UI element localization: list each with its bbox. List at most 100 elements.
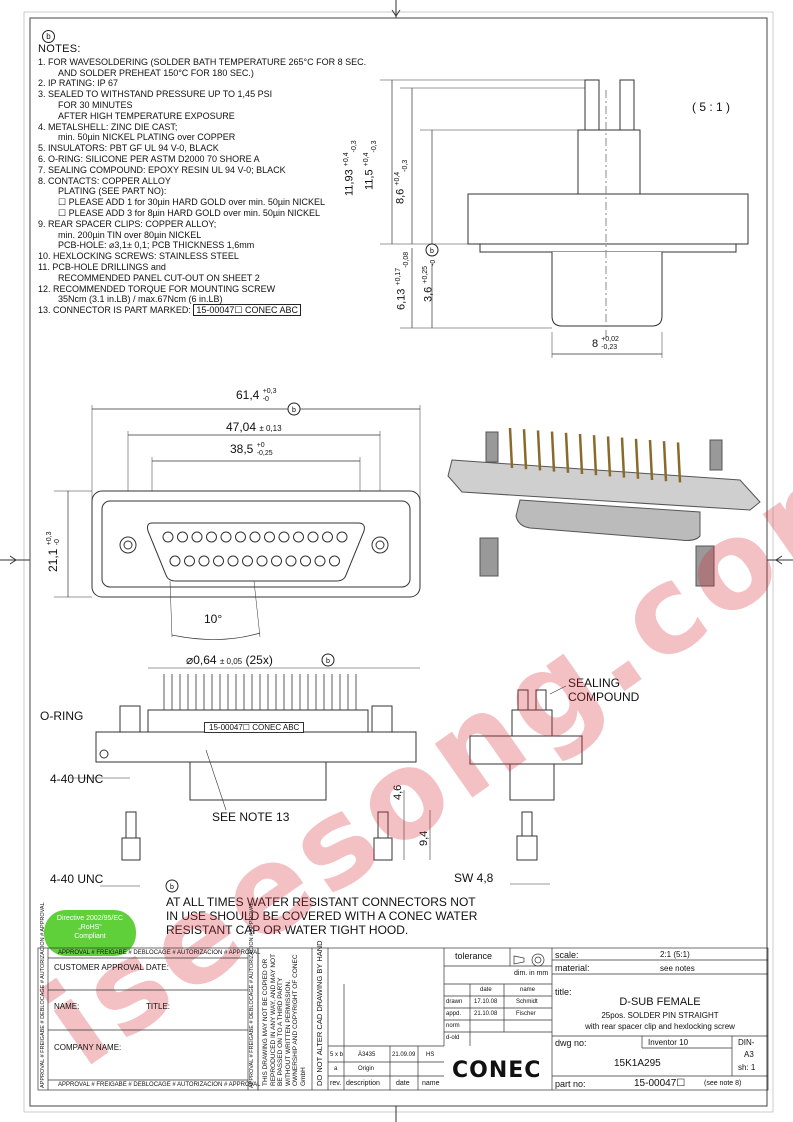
approval-side-left: APPROVAL # FREIGABE # DEBLOCAGE # AUTORI… <box>40 902 46 1088</box>
warning-line-3: RESISTANT CAP OR WATER TIGHT HOOD. <box>166 923 409 937</box>
rohs-line-2: „RoHS“ <box>78 924 102 931</box>
render-pin <box>522 429 528 470</box>
svg-text:b: b <box>326 658 330 665</box>
front-view: b <box>54 402 421 640</box>
connector-3d-render <box>447 427 761 587</box>
approval-title[interactable]: TITLE: <box>146 1002 171 1011</box>
contact-hole <box>256 555 268 567</box>
contact-hole <box>184 555 195 567</box>
sheet-number: sh: 1 <box>738 1063 756 1072</box>
part-number: 15-00047☐ <box>634 1078 686 1089</box>
part-note: (see note 8) <box>704 1080 742 1087</box>
approval-top: APPROVAL # FREIGABE # DEBLOCAGE # AUTORI… <box>58 950 261 956</box>
contact-hole <box>191 531 203 543</box>
appd-name: Fischer <box>516 1011 536 1017</box>
notes-title: NOTES: <box>38 43 81 55</box>
svg-text:b: b <box>292 407 296 414</box>
projection-symbol-icon <box>513 953 545 967</box>
sealing-label-2: COMPOUND <box>568 690 640 704</box>
rev-row-2-desc: Origin <box>358 1066 375 1072</box>
name-header: name <box>520 987 536 993</box>
material-value: see notes <box>660 964 695 973</box>
render-pin <box>536 430 542 471</box>
contact-hole <box>264 531 275 543</box>
unc-label-1: 4-40 UNC <box>50 772 104 786</box>
note-line: 1. FOR WAVESOLDERING (SOLDER BATH TEMPER… <box>38 56 367 67</box>
description-header: description <box>346 1080 380 1087</box>
date2-header: date <box>396 1080 410 1087</box>
title-line-1: D-SUB FEMALE <box>619 996 701 1008</box>
contact-hole <box>206 531 217 543</box>
unc-label-2: 4-40 UNC <box>50 872 104 886</box>
drawn-name: Schmidt <box>516 999 538 1005</box>
angle-10: 10° <box>204 612 223 626</box>
scale-value-tb: 2:1 (5:1) <box>660 950 690 959</box>
title-label: title: <box>555 987 572 997</box>
contact-hole <box>322 531 333 543</box>
note-line: 5. INSULATORS: PBT GF UL 94 V-0, BLACK <box>38 143 219 154</box>
render-pin <box>508 427 514 469</box>
note-line: 10. HEXLOCKING SCREWS: STAINLESS STEEL <box>38 251 239 262</box>
pin-diameter-dim: ⌀0,64 ± 0,05 (25x) <box>186 653 273 667</box>
rev-row-2-rev: a <box>334 1066 338 1072</box>
contact-hole <box>278 531 290 543</box>
rev-row-1-name: HS <box>426 1052 435 1058</box>
appd-date: 21.10.08 <box>474 1011 498 1017</box>
company-name[interactable]: COMPANY NAME: <box>54 1043 122 1052</box>
sealing-label-1: SEALING <box>568 676 621 690</box>
drawn-label: drawn <box>446 999 463 1005</box>
revision-b-marker-notes: b <box>42 30 55 43</box>
render-pin <box>676 442 682 483</box>
render-pin <box>634 438 640 479</box>
note-13-text: 13. CONNECTOR IS PART MARKED: <box>38 305 191 316</box>
rev-row-1-date: 21.09.09 <box>392 1052 416 1058</box>
norm-label: norm <box>446 1023 460 1029</box>
contact-hole <box>293 531 304 543</box>
dold-label: d-old <box>446 1035 460 1041</box>
warning-line-2: IN USE SHOULD BE COVERED WITH A CONEC WA… <box>166 909 478 923</box>
note-line: FOR 30 MINUTES <box>58 99 133 110</box>
contact-hole <box>314 555 326 567</box>
part-marking-box: 15-00047☐ CONEC ABC <box>193 304 302 317</box>
note-line: 12. RECOMMENDED TORQUE FOR MOUNTING SCRE… <box>38 283 276 294</box>
tolerance-label: tolerance <box>455 951 493 961</box>
rev-header: rev. <box>330 1080 342 1087</box>
note-line: 11. PCB-HOLE DRILLINGS and <box>38 261 166 272</box>
note-line: 3. SEALED TO WITHSTAND PRESSURE UP TO 1,… <box>38 89 273 100</box>
rev-row-1-desc: Ä3435 <box>358 1052 376 1058</box>
notes-list: 1. FOR WAVESOLDERING (SOLDER BATH TEMPER… <box>38 57 398 305</box>
contact-hole <box>307 531 319 543</box>
note-line: 8. CONTACTS: COPPER ALLOY <box>38 175 171 186</box>
note-line: AFTER HIGH TEMPERATURE EXPOSURE <box>58 110 235 121</box>
contact-hole <box>227 555 239 567</box>
part-label: part no: <box>555 1079 586 1089</box>
contact-hole <box>220 531 232 543</box>
dwg-label: dwg no: <box>555 1038 587 1048</box>
warning-line-1: AT ALL TIMES WATER RESISTANT CONNECTORS … <box>166 895 476 909</box>
confidential-note: THIS DRAWING MAY NOT BE COPIED OR REPROD… <box>262 954 307 1086</box>
contact-hole <box>242 555 253 567</box>
approval-name[interactable]: NAME: <box>54 1002 80 1011</box>
render-pin <box>620 437 626 478</box>
title-line-3: with rear spacer clip and hexlocking scr… <box>585 1022 735 1031</box>
svg-text:b: b <box>430 248 434 255</box>
date-header: date <box>480 987 492 993</box>
appd-label: appd. <box>446 1011 462 1017</box>
note-line: 35Ncm (3.1 in.LB) / max.67Ncm (6 in.LB) <box>58 294 223 305</box>
customer-approval-date[interactable]: CUSTOMER APPROVAL DATE: <box>54 963 169 972</box>
material-label: material: <box>555 963 590 973</box>
see-note-label: SEE NOTE 13 <box>212 810 290 824</box>
rohs-line-1: Directive 2002/95/EC <box>56 915 124 922</box>
scale-label: ( 5 : 1 ) <box>692 100 731 114</box>
note-line: AND SOLDER PREHEAT 150°C FOR 180 SEC.) <box>58 67 254 78</box>
render-pin <box>564 432 570 473</box>
contact-hole <box>162 531 174 543</box>
contact-hole <box>271 555 282 567</box>
name2-header: name <box>422 1080 440 1087</box>
note-line: PLATING (SEE PART NO): <box>58 186 167 197</box>
software: Inventor 10 <box>648 1038 689 1047</box>
render-pin <box>578 433 584 475</box>
contact-hole <box>249 531 261 543</box>
contact-hole <box>213 555 224 567</box>
approval-side-right: APPROVAL # FREIGABE # DEBLOCAGE # AUTORI… <box>249 902 255 1088</box>
